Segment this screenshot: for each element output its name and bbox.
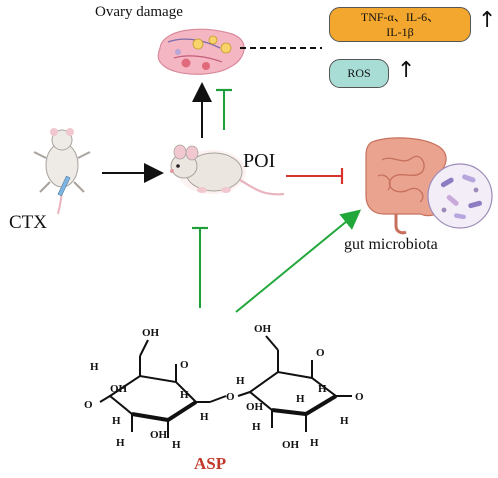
svg-text:H: H (236, 375, 245, 387)
structure-atoms: OH H O OH H O H OH H H H O OH H OH H O H… (84, 323, 364, 451)
mouse-injected-icon (33, 128, 91, 215)
disaccharide-structure (99, 335, 352, 438)
mouse-poi-icon (170, 144, 285, 196)
svg-text:OH: OH (110, 383, 128, 395)
svg-text:OH: OH (282, 439, 300, 451)
svg-text:H: H (116, 437, 125, 449)
ovary-icon (157, 28, 245, 75)
svg-text:H: H (340, 415, 349, 427)
svg-text:OH: OH (246, 401, 264, 413)
ros-box: ROS (329, 59, 389, 88)
svg-text:H: H (310, 437, 319, 449)
svg-text:O: O (180, 359, 189, 371)
arrow-asp-to-gut (235, 209, 362, 313)
svg-text:O: O (84, 399, 93, 411)
svg-text:O: O (316, 347, 325, 359)
svg-text:O: O (355, 391, 364, 403)
svg-text:H: H (252, 421, 261, 433)
svg-text:H: H (172, 439, 181, 451)
ovary-damage-label: Ovary damage (95, 4, 183, 20)
svg-text:H: H (200, 411, 209, 423)
cytokines-up-arrow: ↑ (478, 8, 497, 33)
svg-text:OH: OH (150, 429, 168, 441)
svg-text:H: H (318, 383, 327, 395)
ctx-label: CTX (9, 212, 47, 233)
svg-text:OH: OH (142, 327, 160, 339)
svg-text:H: H (296, 393, 305, 405)
poi-label: POI (243, 150, 276, 172)
svg-text:OH: OH (254, 323, 272, 335)
svg-text:O: O (226, 391, 235, 403)
svg-text:H: H (180, 389, 189, 401)
gut-microbiota-label: gut microbiota (344, 236, 438, 253)
cytokines-box: TNF-α、IL-6、 IL-1β (329, 7, 471, 42)
svg-text:H: H (90, 361, 99, 373)
svg-text:H: H (112, 415, 121, 427)
bacteria-icon (427, 163, 493, 229)
asp-label: ASP (194, 454, 227, 473)
ros-up-arrow: ↑ (397, 58, 416, 83)
